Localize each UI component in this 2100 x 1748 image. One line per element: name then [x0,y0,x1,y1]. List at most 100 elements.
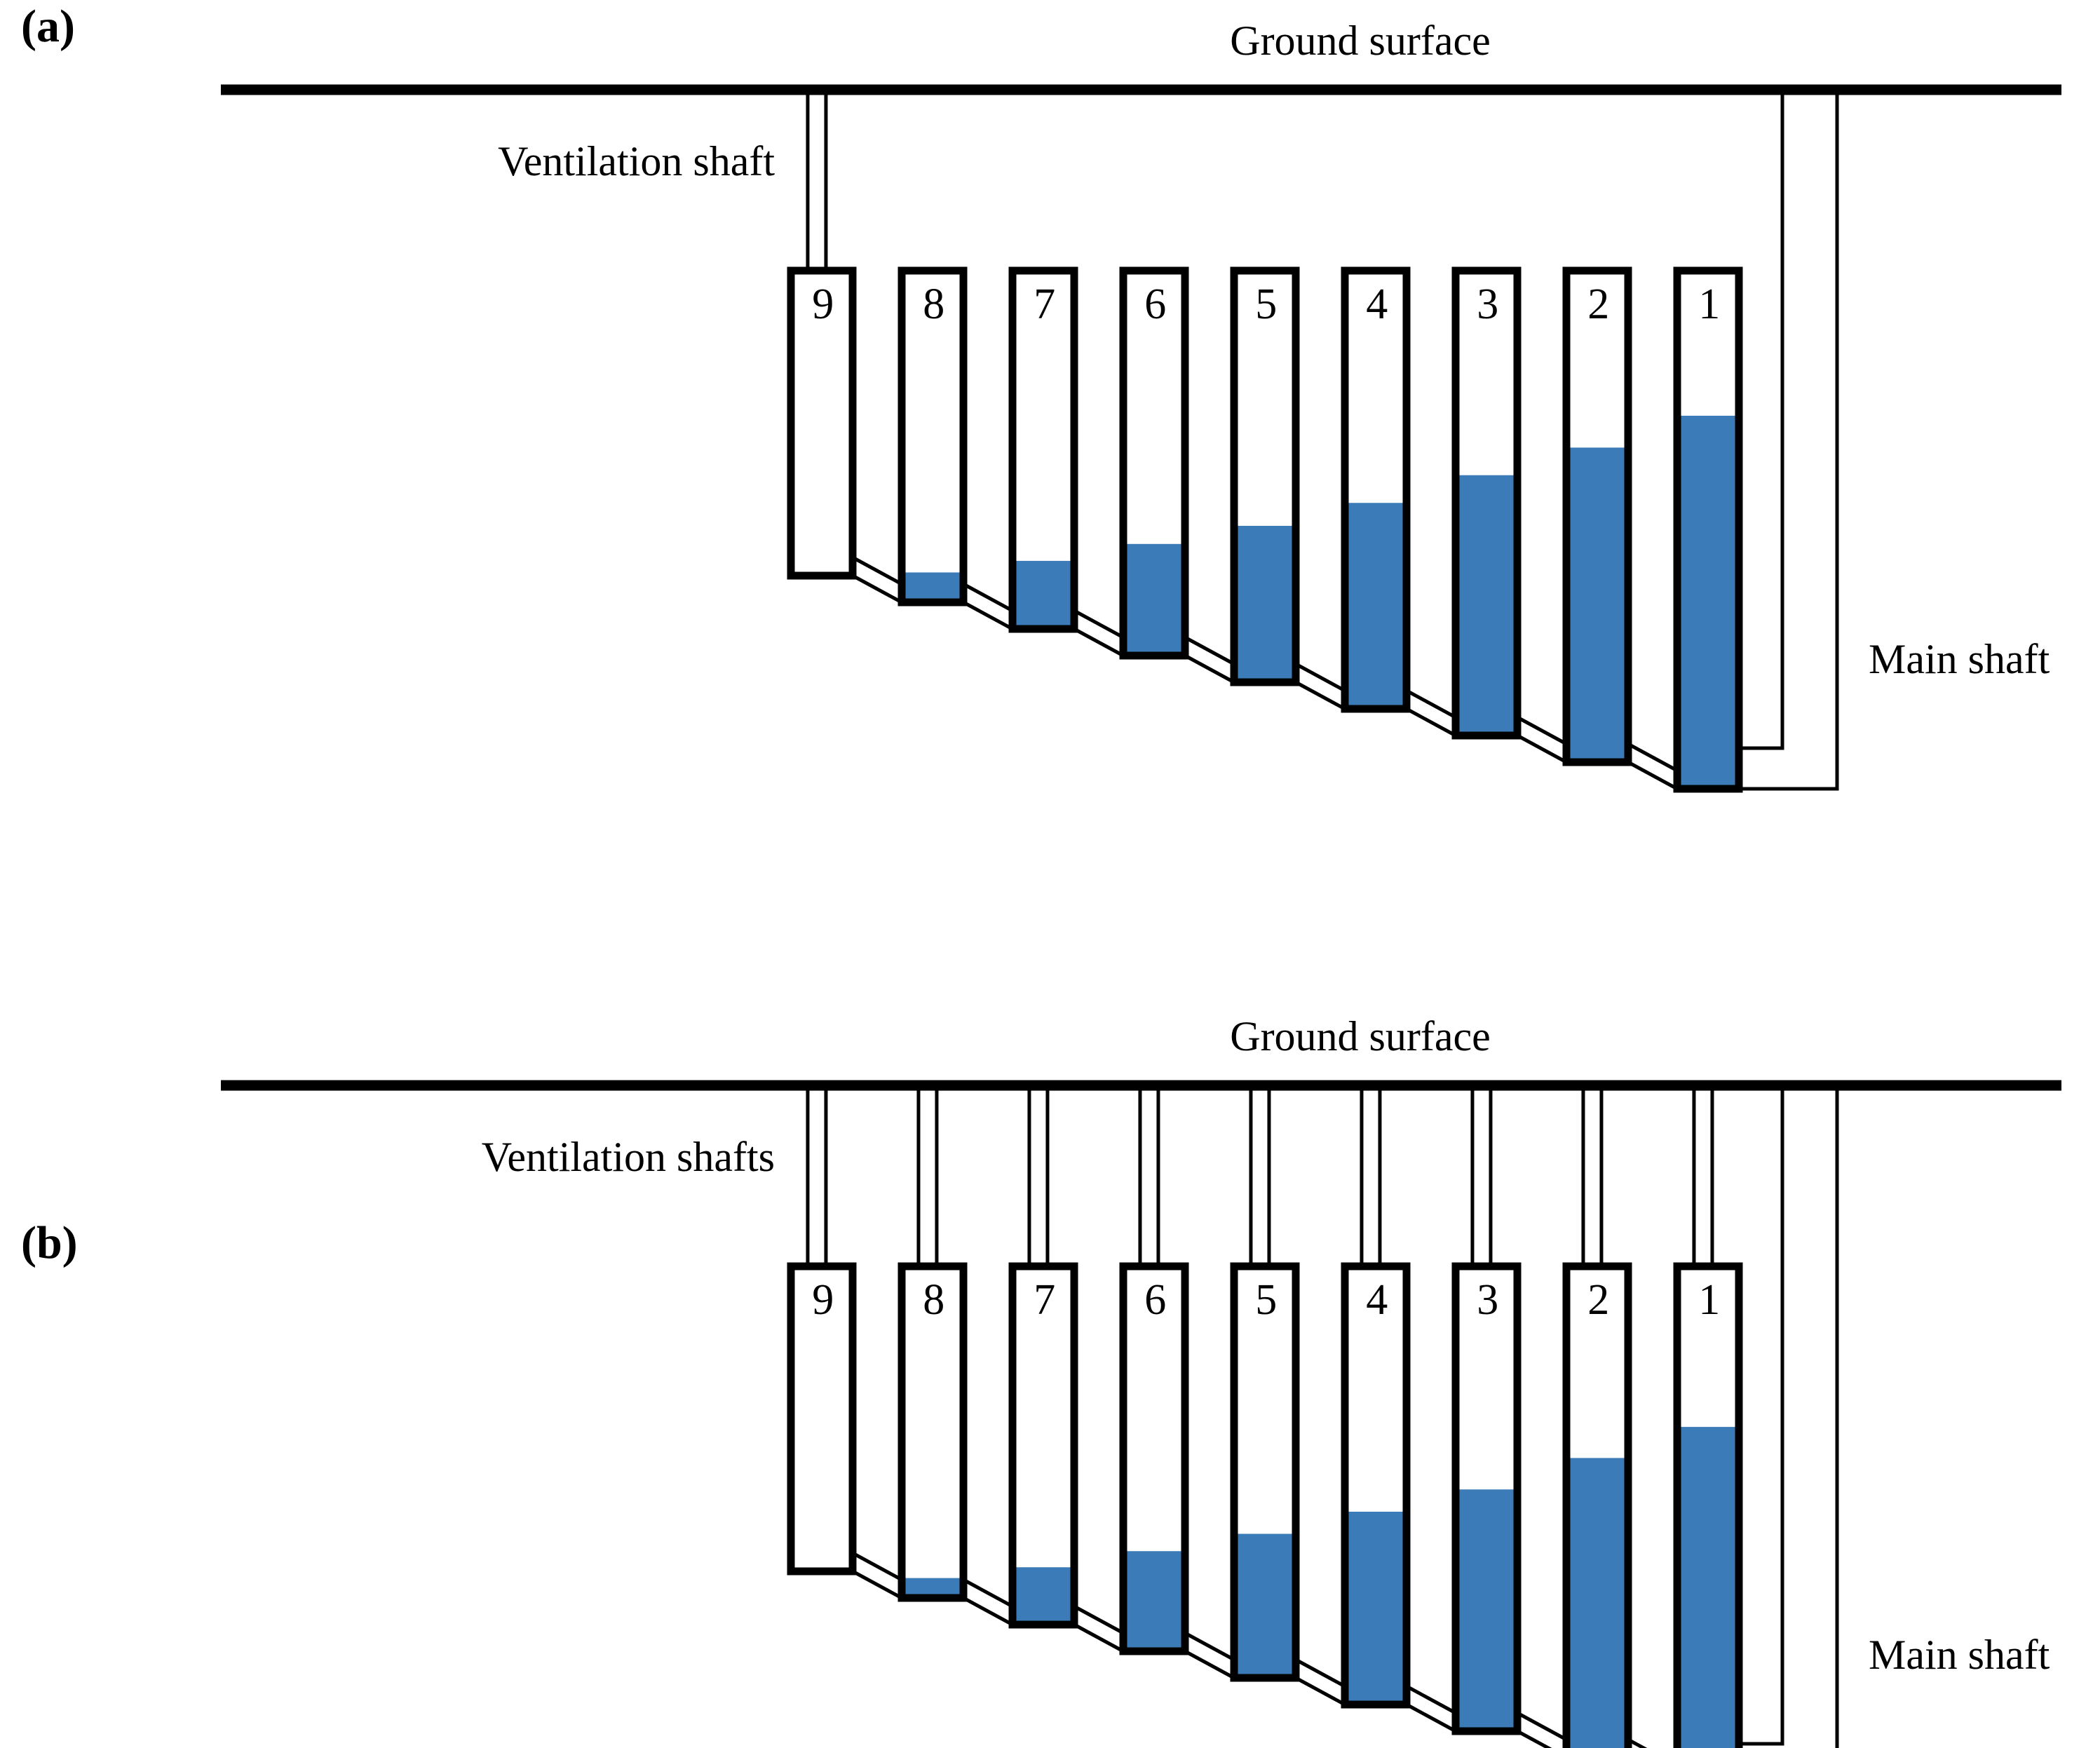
tunnel-rail-upper [851,555,903,586]
chamber-outline [1008,1262,1078,1629]
ventilation-shaft-9 [806,90,828,271]
chamber-body [902,1266,963,1598]
tunnel-8-to-7 [962,1578,1014,1627]
chamber-9[interactable]: 9 [787,266,857,580]
main-shaft-rail-inner [1739,90,1784,750]
chamber-number-label: 8 [923,1276,944,1324]
chamber-8[interactable]: 8 [897,1262,968,1602]
tunnel-rail-upper [962,582,1014,613]
chamber-number-label: 6 [1144,1276,1166,1324]
tunnel-rail-upper [1405,689,1457,719]
chamber-number-label: 7 [1034,280,1055,328]
tunnel-rail-lower [851,1569,903,1600]
ground-surface-label: Ground surface [1230,1013,1491,1059]
chamber-outline [787,266,857,580]
tunnel-rail-upper [1516,715,1568,746]
chamber-9[interactable]: 9 [787,1262,857,1576]
tunnel-9-to-8 [851,1551,903,1600]
tunnel-rail-lower [1294,680,1346,711]
chamber-water-fill [1123,1551,1185,1651]
panel-b-diagram: Ground surface Ventilation shafts Main s… [221,1013,2061,1748]
chamber-5[interactable]: 5 [1230,266,1300,686]
chamber-number-label: 3 [1477,280,1498,328]
chamber-water-fill [1566,447,1628,762]
panel-b-label: (b) [21,1217,78,1268]
chamber-water-fill [1677,1427,1739,1748]
chamber-number-label: 5 [1255,1276,1277,1324]
chamber-outline [1673,266,1743,793]
ventilation-shaft-5 [1249,1085,1271,1266]
main-shaft-label: Main shaft [1869,1632,2050,1678]
chamber-2[interactable]: 2 [1562,266,1632,766]
chamber-1[interactable]: 1 [1673,1262,1743,1748]
chamber-1[interactable]: 1 [1673,266,1743,793]
chamber-8[interactable]: 8 [897,266,968,607]
chamber-water-fill [1234,525,1296,682]
chamber-water-fill [902,572,963,602]
chamber-number-label: 3 [1477,1276,1498,1324]
tunnel-rail-lower [1405,1702,1457,1733]
chamber-4[interactable]: 4 [1341,1262,1411,1709]
chamber-outline [1673,1262,1743,1748]
chamber-number-label: 1 [1698,280,1720,328]
chamber-3[interactable]: 3 [1451,266,1522,740]
tunnel-5-to-4 [1294,1658,1346,1707]
main-shaft-rail-inner [1739,1085,1784,1746]
chamber-outline [1230,266,1300,686]
tunnel-rail-lower [962,1596,1014,1627]
tunnel-rail-upper [1627,1737,1648,1748]
tunnel-7-to-6 [1073,609,1125,658]
tunnel-rail-lower [1184,1649,1235,1680]
chamber-4[interactable]: 4 [1341,266,1411,713]
ground-surface-label: Ground surface [1230,18,1491,64]
chamber-number-label: 4 [1366,280,1388,328]
ventilation-shaft-8 [916,1085,939,1266]
chamber-3[interactable]: 3 [1451,1262,1522,1735]
tunnel-rail-lower [1516,1729,1552,1748]
tunnel-6-to-5 [1184,635,1235,684]
chamber-number-label: 9 [812,1276,834,1324]
chamber-body [791,271,853,576]
ventilation-shaft-9 [806,1085,828,1266]
chamber-number-label: 4 [1366,1276,1388,1324]
tunnel-rail-upper [1405,1684,1457,1715]
chamber-7[interactable]: 7 [1008,266,1078,633]
chamber-6[interactable]: 6 [1119,266,1189,660]
chamber-outline [1451,1262,1522,1735]
tunnel-rail-upper [962,1578,1014,1608]
main-shaft-label: Main shaft [1869,636,2050,682]
chamber-water-fill [1234,1533,1296,1678]
chamber-water-fill [1345,1512,1407,1705]
chamber-2[interactable]: 2 [1562,1262,1632,1748]
chamber-number-label: 2 [1587,280,1609,328]
chamber-number-label: 5 [1255,280,1277,328]
panel-a: (a) Ground surface Ventilation shaft Mai… [21,1,2061,793]
panel-b: (b) Ground surface Ventilation shafts Ma… [0,876,2100,1748]
tunnel-rail-lower [962,600,1014,631]
tunnel-rail-lower [1405,707,1457,738]
chamber-number-label: 1 [1698,1276,1720,1324]
chamber-outline [1119,266,1189,660]
chamber-6[interactable]: 6 [1119,1262,1189,1655]
chamber-5[interactable]: 5 [1230,1262,1300,1682]
tunnel-rail-lower [851,574,903,604]
tunnel-3-to-2 [1516,1711,1568,1748]
panel-a-diagram: Ground surface Ventilation shaft Main sh… [221,18,2061,793]
ventilation-shaft-4 [1360,1085,1382,1266]
tunnel-rail-lower [1073,1622,1125,1653]
tunnel-6-to-5 [1184,1631,1235,1680]
tunnel-2-to-1 [1627,1737,1648,1748]
main-shaft-rail-outer [1835,1085,1839,1748]
ventilation-shaft-label: Ventilation shaft [498,138,775,184]
ventilation-shafts [806,90,828,271]
main-shaft-rail-outer [1739,90,1839,791]
tunnel-rail-upper [1184,635,1235,666]
chamber-outline [1341,266,1411,713]
chamber-water-fill [1456,1489,1517,1731]
panel-a-label: (a) [21,1,75,52]
chamber-body [1012,1266,1074,1625]
ventilation-shaft-6 [1138,1085,1160,1266]
chamber-7[interactable]: 7 [1008,1262,1078,1629]
tunnel-rail-lower [1073,627,1125,658]
chamber-body [902,271,963,602]
